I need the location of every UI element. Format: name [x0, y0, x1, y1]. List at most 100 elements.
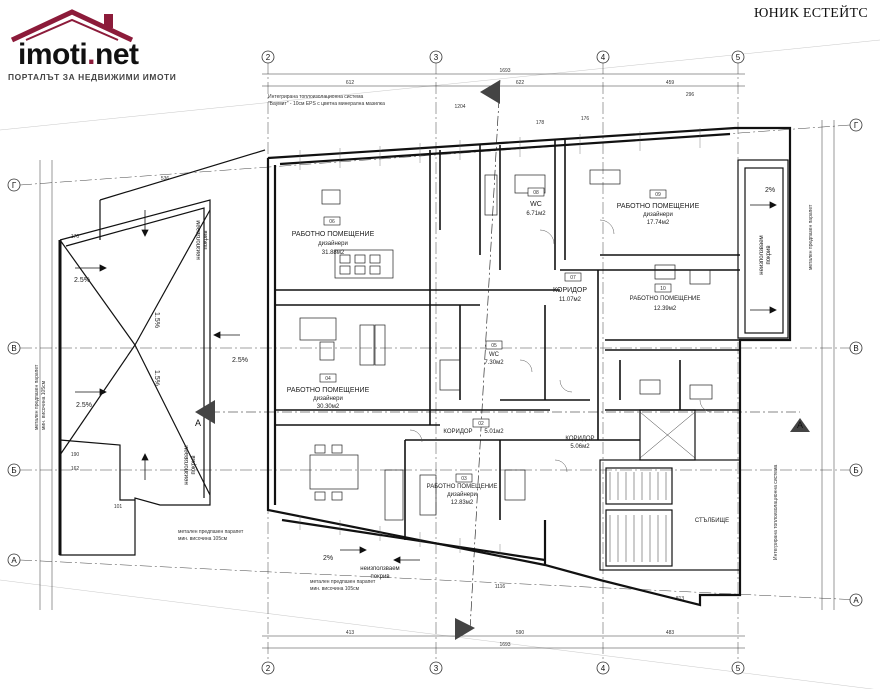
dim-top-4: 296 [686, 92, 695, 98]
axis-col-top-3: 3 [434, 53, 439, 62]
axis-row-right-v: В [853, 344, 858, 353]
axis-col-bottom-4: 4 [601, 664, 606, 673]
room-04-number: 04 [325, 376, 331, 382]
room-09-name: РАБОТНО ПОМЕЩЕНИЕ [617, 203, 700, 210]
dim-side-5: 101 [114, 504, 123, 510]
axis-col-top-4: 4 [601, 53, 606, 62]
room-10-area: 12.39м2 [654, 306, 677, 312]
parapet-note-right: метален предпазен парапет [808, 204, 814, 270]
dim-top-2: 622 [516, 80, 525, 86]
axis-row-right-g: Г [854, 121, 859, 130]
room-08-number: 08 [533, 190, 539, 196]
room-03-name: РАБОТНО ПОМЕЩЕНИЕ [427, 484, 498, 490]
room-03-area: 12.83м2 [451, 500, 474, 506]
room-04-name: РАБОТНО ПОМЕЩЕНИЕ [287, 387, 370, 394]
room-10-name: РАБОТНО ПОМЕЩЕНИЕ [630, 296, 701, 302]
parapet-note-bottom: метален предпазен парапет [310, 579, 376, 585]
axis-grid [19, 62, 861, 660]
axis-col-bottom-5: 5 [736, 664, 741, 673]
axis-row-left-g: Г [12, 181, 17, 190]
room-09-number: 09 [655, 192, 661, 198]
axis-col-top-2: 2 [266, 53, 271, 62]
room-03-sub: дизайнери [447, 491, 477, 498]
house-roof-icon [10, 9, 134, 43]
room-06-sub: дизайнери [318, 240, 348, 247]
logo-tagline: ПОРТАЛЪТ ЗА НЕДВИЖИМИ ИМОТИ [8, 72, 177, 82]
dim-top-7: 178 [536, 120, 545, 126]
dim-top-5: 1204 [454, 104, 465, 110]
room-07-name: КОРИДОР [553, 287, 587, 294]
room-09-area: 17.74м2 [647, 220, 670, 226]
parapet-height-note: мин. височина 105см [178, 536, 228, 542]
dim-bottom-2: 590 [516, 630, 525, 636]
room-06-name: РАБОТНО ПОМЕЩЕНИЕ [292, 231, 375, 238]
roof-label-line1: неизползваем [360, 566, 399, 572]
room-07-number: 07 [570, 275, 576, 281]
building-walls [266, 126, 792, 607]
roof-label-line1: неизползваем [759, 235, 765, 274]
dim-overall-bottom: 1693 [499, 642, 510, 648]
room-04-area: 30.30м2 [317, 404, 340, 410]
dim-top-1: 612 [346, 80, 355, 86]
axis-col-bottom-3: 3 [434, 664, 439, 673]
facade-note: Интегрирана топлоизолационна система [268, 94, 364, 100]
parapet-height-note-left: мин. височина 105см [41, 380, 47, 430]
slope-label: 2.5% [232, 357, 248, 364]
slope-label: 1.5% [153, 370, 160, 386]
dim-side-1: 536 [161, 176, 170, 182]
roof-label-line2: покрив [203, 230, 209, 249]
room-02-number: 02 [478, 421, 484, 427]
roof-label-line2: покрив [370, 574, 389, 580]
roof-outline [58, 149, 266, 556]
roof-label-line2: покрив [766, 245, 772, 264]
room-03-number: 03 [461, 476, 467, 482]
room-08-area: 6.71м2 [526, 211, 546, 217]
dim-top-6: 176 [581, 116, 590, 122]
corridor-name: КОРИДОР [565, 436, 594, 442]
room-05-area: 7.30м2 [484, 360, 504, 366]
slope-label: 2% [323, 555, 333, 562]
dim-side-3: 190 [71, 452, 80, 458]
parapet-note: метален предпазен парапет [178, 529, 244, 535]
section-line [195, 79, 810, 640]
parapet-height-note-bottom: мин. височина 105см [310, 586, 360, 592]
room-09-sub: дизайнери [643, 211, 673, 218]
dim-bottom-1: 413 [346, 630, 355, 636]
roof-label-line1: неизползваем [196, 220, 202, 259]
slope-label: 1.5% [153, 312, 160, 328]
stairs-label: СТЪЛБИЩЕ [695, 518, 729, 524]
parapet-note-left: метален предпазен парапет [34, 364, 40, 430]
corridor-area: 5.06м2 [570, 444, 590, 450]
axis-row-left-v: В [11, 344, 16, 353]
dim-side-2: 170 [71, 234, 80, 240]
logo-wordmark: imoti.net [18, 38, 139, 71]
axis-row-left-a: А [11, 556, 17, 565]
slope-label: 2.5% [76, 402, 92, 409]
axis-col-bottom-2: 2 [266, 664, 271, 673]
room-05-name: WC [489, 352, 500, 358]
facade-spec: "Баумит" - 10см EPS с цветна минерална м… [268, 101, 385, 107]
dim-top-3: 459 [666, 80, 675, 86]
axis-row-right-a: А [853, 596, 859, 605]
roof-label-line1: неизползваем [184, 445, 190, 484]
brand-name: ЮНИК ЕСТЕЙТС [753, 6, 868, 21]
dim-side-4: 162 [71, 466, 80, 472]
room-04-sub: дизайнери [313, 395, 343, 402]
section-marker-right: А [797, 420, 803, 430]
imoti-logo[interactable]: imoti.net [8, 8, 173, 88]
room-02-area: 5.01м2 [484, 429, 504, 435]
room-05-number: 05 [491, 343, 497, 349]
section-marker-left: А [195, 418, 201, 428]
axis-row-right-b: Б [853, 466, 858, 475]
axis-col-top-5: 5 [736, 53, 741, 62]
dim-bottom-3: 483 [666, 630, 675, 636]
roof-label-line2: покрив [191, 455, 197, 474]
room-08-name: WC [530, 201, 542, 208]
dim-bottom-4: 1116 [495, 584, 506, 590]
stairs [609, 411, 696, 562]
room-02-name: КОРИДОР [443, 429, 472, 435]
interior-walls [275, 140, 740, 540]
slope-label: 2% [765, 187, 775, 194]
room-10-number: 10 [660, 286, 666, 292]
